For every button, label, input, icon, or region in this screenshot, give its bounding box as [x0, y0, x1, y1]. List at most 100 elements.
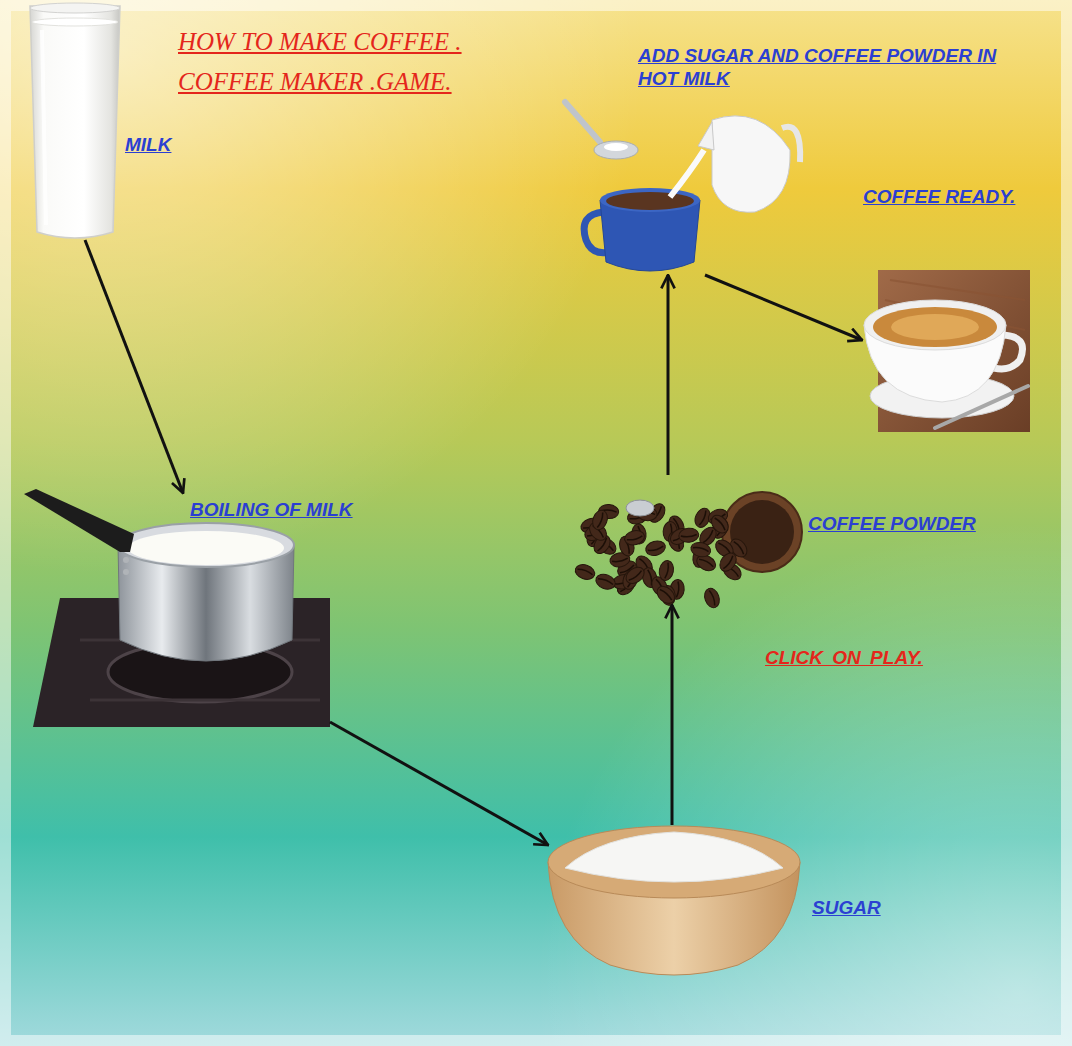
- illustrated-step: COFFEE READY.: [862, 270, 1032, 432]
- step-label-block: COFFEE READY.: [863, 185, 1015, 208]
- illustration-part: [606, 192, 694, 210]
- illustration-part: [665, 563, 670, 579]
- illustration-part: [32, 18, 118, 26]
- illustration-part: [699, 558, 714, 567]
- illustration-part: [594, 571, 618, 591]
- illustration-part: [689, 540, 712, 558]
- illustration-part: [590, 508, 610, 532]
- illustration-part: [604, 143, 628, 151]
- step-label: ADD SUGAR AND COFFEE POWDER IN HOT MILK: [638, 44, 1016, 90]
- flow-arrow: [705, 275, 862, 340]
- illustration-part: [612, 558, 628, 563]
- illustration-part: [594, 141, 638, 159]
- illustration-part: [658, 559, 676, 581]
- flow-arrow: [85, 240, 183, 493]
- title-block: HOW TO MAKE COFFEE . COFFEE MAKER .GAME.: [178, 22, 523, 102]
- illustration-part: [782, 127, 800, 162]
- illustration-part: [734, 541, 745, 555]
- illustration-part: [123, 557, 129, 563]
- illustrated-step: BOILING OF MILK: [25, 493, 330, 727]
- illustration-part: [678, 527, 699, 543]
- illustration-part: [709, 590, 716, 606]
- step-label: MILK: [125, 133, 171, 156]
- illustration-part: [598, 577, 613, 584]
- illustration-part: [864, 300, 1006, 350]
- flow-arrow: [671, 605, 674, 825]
- note-block: CLICK ON PLAY.: [765, 646, 923, 669]
- illustration-part: [118, 523, 294, 567]
- step-label-block: COFFEE POWDER: [808, 512, 976, 535]
- illustration-part: [573, 562, 597, 582]
- illustration-part: [718, 542, 731, 554]
- illustration-part: [548, 826, 800, 898]
- illustration-part: [703, 530, 714, 544]
- illustration-part: [717, 550, 740, 574]
- step-label: SUGAR: [812, 896, 881, 919]
- ready-coffee: [864, 270, 1030, 432]
- step-label-block: ADD SUGAR AND COFFEE POWDER IN HOT MILK: [638, 44, 1016, 90]
- illustration-part: [660, 588, 673, 600]
- illustration-part: [600, 188, 700, 212]
- illustration-part: [123, 569, 129, 575]
- illustration-part: [699, 510, 707, 525]
- illustration-part: [676, 581, 679, 597]
- illustration-part: [678, 527, 699, 543]
- illustration-part: [935, 386, 1028, 428]
- illustration-part: [623, 529, 646, 547]
- illustration-part: [654, 583, 678, 607]
- illustration-part: [648, 546, 664, 552]
- illustration-part: [702, 586, 722, 610]
- illustration-part: [565, 832, 783, 882]
- milk-glass: [30, 3, 120, 238]
- illustration-part: [627, 536, 643, 541]
- illustration-part: [644, 539, 667, 558]
- illustration-part: [708, 512, 732, 536]
- illustration-part: [30, 6, 120, 238]
- illustration-part: [590, 508, 610, 532]
- illustration-part: [623, 564, 647, 587]
- instruction-note: CLICK ON PLAY.: [765, 646, 923, 669]
- illustration-part: [623, 529, 646, 547]
- illustration-part: [712, 116, 790, 212]
- title: HOW TO MAKE COFFEE . COFFEE MAKER .GAME.: [178, 22, 523, 102]
- illustration-part: [689, 540, 712, 558]
- illustration-part: [702, 586, 722, 610]
- illustration-part: [626, 500, 654, 516]
- sugar-bowl: [548, 826, 800, 975]
- illustration-part: [723, 556, 734, 570]
- illustrated-step: SUGAR: [548, 825, 800, 977]
- step-label-block: SUGAR: [812, 896, 881, 919]
- illustration-part: [715, 517, 727, 530]
- step-label: BOILING OF MILK: [190, 498, 353, 521]
- illustration-part: [873, 307, 997, 347]
- illustration-part: [594, 571, 618, 591]
- illustration-part: [681, 534, 697, 537]
- illustration-part: [24, 489, 134, 552]
- illustration-part: [891, 314, 979, 340]
- illustration-part: [623, 564, 647, 587]
- step-label-block: BOILING OF MILK: [190, 498, 353, 521]
- pan-on-stove: [24, 489, 330, 727]
- illustration-part: [644, 539, 667, 558]
- step-label: COFFEE READY.: [863, 185, 1015, 208]
- illustration-part: [658, 559, 676, 581]
- pouring-cup: [565, 102, 800, 271]
- illustration-part: [597, 512, 604, 528]
- illustration-part: [577, 568, 593, 575]
- illustrated-step: MILK: [28, 0, 120, 240]
- illustrated-step: COFFEE POWDER: [570, 475, 802, 605]
- illustration-part: [698, 122, 714, 150]
- illustration-part: [693, 546, 709, 551]
- flow-arrow: [667, 275, 670, 475]
- illustration-part: [565, 102, 600, 142]
- flow-arrow: [330, 722, 548, 845]
- illustration-part: [670, 150, 704, 197]
- illustrated-step: ADD SUGAR AND COFFEE POWDER IN HOT MILK: [560, 95, 790, 275]
- illustration-part: [717, 550, 740, 574]
